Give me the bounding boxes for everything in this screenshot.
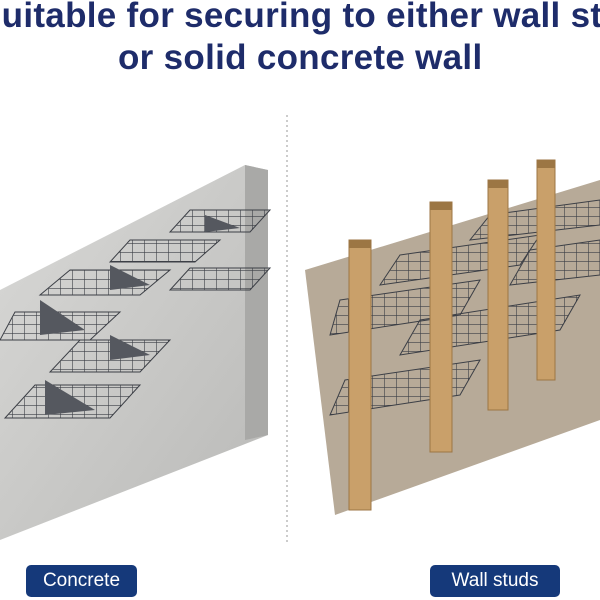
concrete-shelves xyxy=(0,209,272,419)
headline-line-1: Suitable for securing to either wall stu… xyxy=(0,0,600,35)
wall-studs-label: Wall studs xyxy=(430,565,560,597)
wall-studs xyxy=(348,159,556,511)
headline-line-2: or solid concrete wall xyxy=(118,38,483,77)
concrete-wall-label: Concrete wall xyxy=(26,565,137,597)
stud-tops xyxy=(349,160,555,248)
